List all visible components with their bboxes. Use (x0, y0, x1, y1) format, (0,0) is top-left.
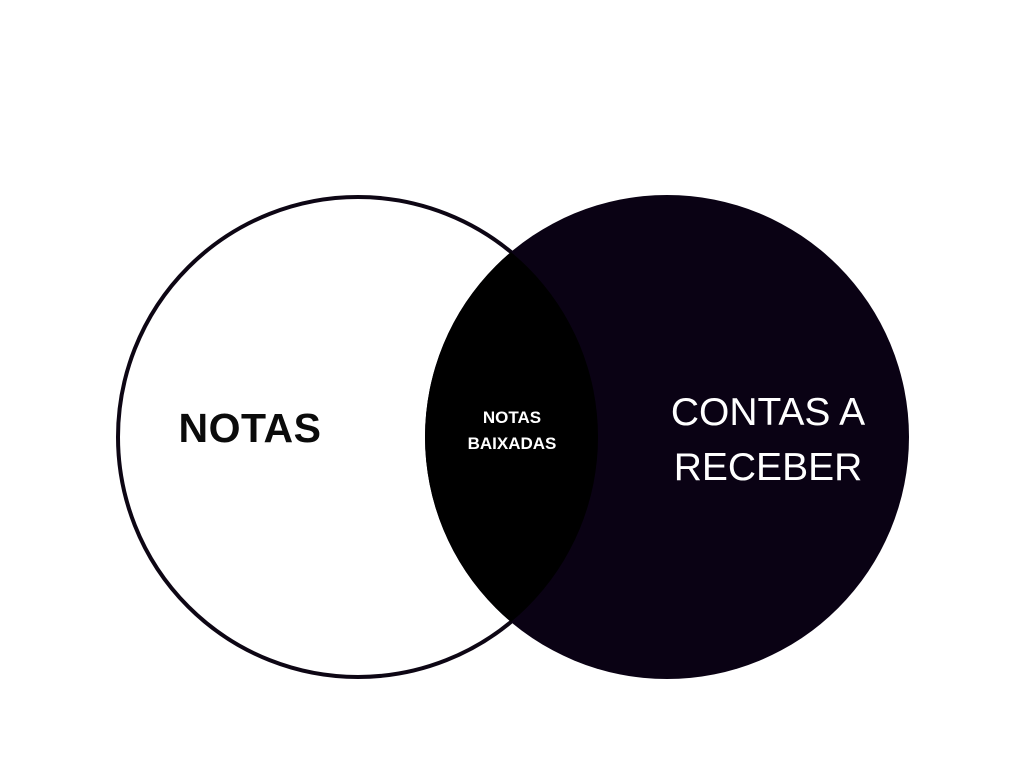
intersection-label-line-2: BAIXADAS (467, 434, 557, 453)
set-label-contas-a-receber-line-2: RECEBER (673, 446, 863, 489)
intersection-label: NOTAS BAIXADAS (452, 405, 572, 457)
intersection-region (425, 197, 598, 677)
set-label-contas-a-receber-line-1: CONTAS A (670, 391, 866, 434)
set-label-contas-a-receber: CONTAS A RECEBER (628, 385, 908, 495)
intersection-label-line-1: NOTAS (482, 408, 542, 427)
set-label-notas: NOTAS (178, 405, 322, 451)
